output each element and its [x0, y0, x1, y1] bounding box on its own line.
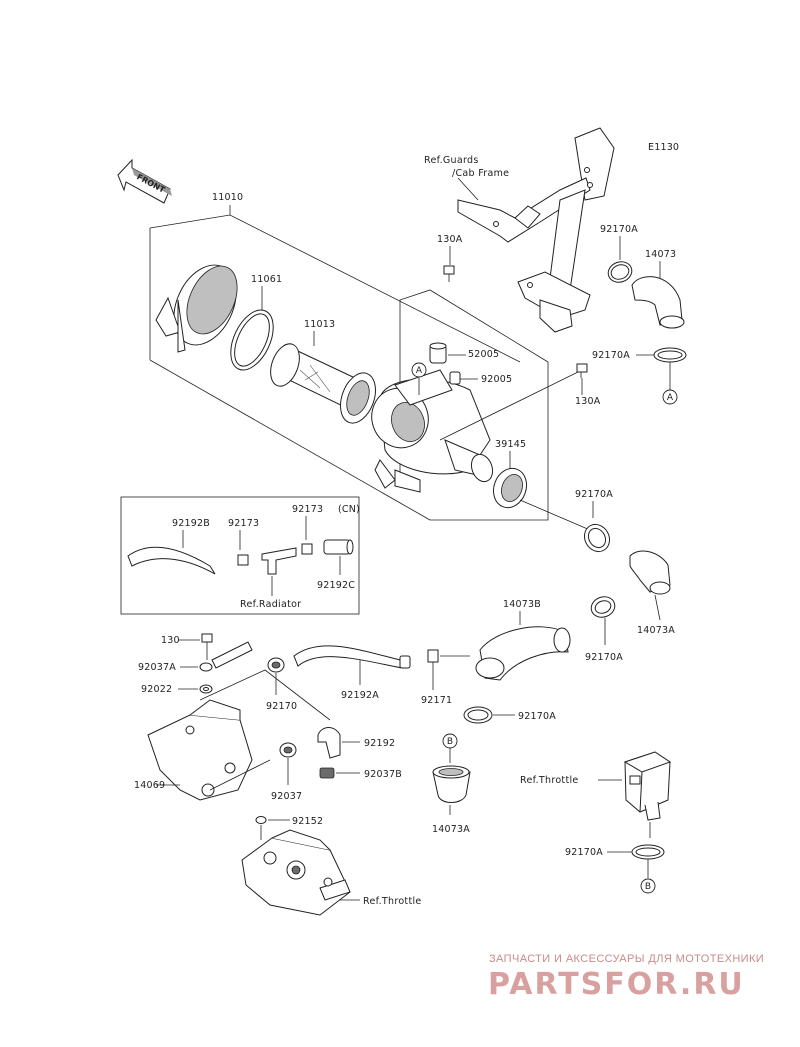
cn-inset-box	[120, 496, 360, 615]
label-14073A-2: 14073A	[432, 824, 470, 835]
bolt-130A-top	[443, 265, 455, 282]
label-92173-1: 92173	[228, 518, 259, 529]
label-92192C: 92192C	[317, 580, 355, 591]
clamp-92170A-lower	[463, 706, 493, 724]
label-92192: 92192	[364, 738, 395, 749]
hose-92192B	[127, 546, 216, 575]
label-92170A-6: 92170A	[565, 847, 603, 858]
bolt-130	[201, 633, 213, 660]
label-52005: 52005	[468, 349, 499, 360]
callout-B-1: B	[447, 737, 453, 747]
tee-fitting	[261, 547, 297, 575]
hose-92192C	[323, 539, 354, 555]
front-arrow-icon: FRONT	[117, 158, 172, 204]
label-92192B: 92192B	[172, 518, 210, 529]
bracket-14069	[147, 699, 253, 801]
label-14069: 14069	[134, 780, 165, 791]
washer-92152	[255, 816, 267, 824]
label-11061: 11061	[251, 274, 282, 285]
label-92037B: 92037B	[364, 769, 402, 780]
callout-A-1: A	[416, 366, 423, 376]
cn-label: (CN)	[338, 504, 360, 515]
label-92170A-3: 92170A	[575, 489, 613, 500]
cab-frame-bracket	[457, 127, 615, 333]
watermark-tagline: ЗАПЧАСТИ И АКСЕССУАРЫ ДЛЯ МОТОТЕХНИКИ	[489, 953, 764, 965]
label-92170: 92170	[266, 701, 297, 712]
label-39145: 39145	[495, 439, 526, 450]
washer-92022	[199, 684, 213, 694]
clamp-92170A-bottom	[631, 844, 665, 860]
throttle-body-lower	[241, 829, 351, 916]
label-92005: 92005	[481, 374, 512, 385]
hose-14073B	[475, 626, 571, 681]
clip-92037A	[199, 662, 213, 672]
label-11010: 11010	[212, 192, 243, 203]
label-130: 130	[161, 635, 180, 646]
elbow-14073	[631, 276, 685, 329]
cap-52005	[429, 342, 447, 364]
clamp-92170	[267, 657, 285, 673]
clip-92171	[427, 649, 439, 663]
label-130A-1: 130A	[437, 234, 463, 245]
callout-A-2: A	[667, 393, 674, 403]
label-92170A-4: 92170A	[585, 652, 623, 663]
label-92170A-2: 92170A	[592, 350, 630, 361]
clip-92173-left	[237, 554, 249, 566]
clamp-92170A-mid	[583, 523, 611, 553]
clamp-92170A-top	[607, 261, 633, 283]
label-11013: 11013	[304, 319, 335, 330]
label-14073B: 14073B	[503, 599, 541, 610]
clip-92037B	[319, 767, 335, 779]
elbow-14073A-lower	[432, 765, 471, 803]
label-92037: 92037	[271, 791, 302, 802]
label-92173-2: 92173	[292, 504, 323, 515]
label-92152: 92152	[292, 816, 323, 827]
air-cleaner-housing	[371, 369, 494, 493]
label-14073A-1: 14073A	[637, 625, 675, 636]
bolt-130A-right	[576, 363, 588, 378]
ref-cab-frame: /Cab Frame	[452, 168, 509, 179]
throttle-body-right	[623, 751, 672, 821]
diagram-code: E1130	[648, 142, 679, 153]
label-130A-2: 130A	[575, 396, 601, 407]
label-92022: 92022	[141, 684, 172, 695]
clamp-92170A-right	[590, 596, 616, 618]
filter-element-11013	[270, 343, 376, 424]
ref-guards: Ref.Guards	[424, 155, 479, 166]
label-92192A: 92192A	[341, 690, 379, 701]
label-92170A-5: 92170A	[518, 711, 556, 722]
hose-92192A	[293, 645, 411, 669]
clamp-92170A-A	[653, 347, 687, 363]
ref-throttle-1: Ref.Throttle	[520, 775, 579, 786]
strap	[211, 641, 253, 669]
elbow-14073A-right	[629, 550, 671, 595]
elbow-92192	[317, 727, 341, 759]
clip-92037	[279, 742, 297, 758]
air-cleaner-cap	[155, 264, 238, 353]
callout-B-2: B	[645, 882, 651, 892]
boot-39145	[492, 467, 528, 509]
label-14073: 14073	[645, 249, 676, 260]
label-92170A-1: 92170A	[600, 224, 638, 235]
ref-throttle-2: Ref.Throttle	[363, 896, 422, 907]
watermark-brand: PARTSFOR.RU	[488, 967, 745, 1002]
label-92171: 92171	[421, 695, 452, 706]
label-92037A: 92037A	[138, 662, 176, 673]
clip-92173-right	[301, 543, 313, 555]
fitting-92005	[449, 371, 461, 385]
ref-radiator: Ref.Radiator	[240, 599, 301, 610]
